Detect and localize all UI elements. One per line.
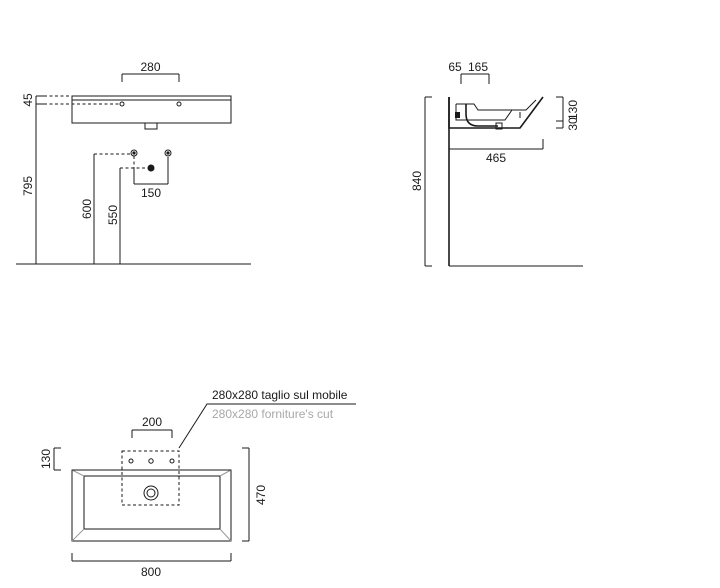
tap-hole-left	[128, 458, 134, 464]
dim-waste-height: 600	[80, 199, 94, 219]
drain-inner	[146, 488, 156, 498]
siphon-pipe	[465, 104, 498, 127]
dim-side-depth: 465	[486, 151, 506, 165]
overflow-hole-right	[176, 101, 182, 107]
cut-note-leader	[178, 403, 356, 449]
dim-overflow-height: 45	[21, 93, 35, 107]
overflow-hole-left	[119, 101, 125, 107]
cut-note-english: 280x280 forniture's cut	[212, 407, 334, 421]
dim-rim-height: 795	[21, 176, 35, 196]
dim-top-width: 280	[140, 60, 160, 74]
basin-bowl-outline	[83, 475, 221, 530]
top-view: 200 280x280 taglio sul mobile 280x280 fo…	[39, 388, 356, 579]
cut-note-italian: 280x280 taglio sul mobile	[212, 388, 348, 402]
tap-hole-right	[169, 458, 175, 464]
dim-offset-b: 165	[468, 60, 488, 74]
drain-outer	[143, 485, 159, 501]
dim-right-b: 30	[566, 117, 580, 131]
dim-offset-a: 65	[448, 60, 462, 74]
dim-holes-spacing: 200	[142, 415, 162, 429]
front-view: 280 45 795 600 550 150	[16, 60, 251, 265]
dim-top-depth: 470	[254, 485, 268, 505]
waste-stub	[144, 122, 158, 130]
dim-supply-spacing: 150	[141, 186, 161, 200]
basin-section-outline	[448, 96, 544, 129]
dim-top-width-800: 800	[141, 565, 161, 579]
dim-right-a: 130	[566, 100, 580, 120]
furniture-cut-area	[121, 450, 180, 506]
dim-side-height: 840	[410, 171, 424, 191]
side-view: 65 165 130 30 465 840	[410, 60, 583, 267]
dim-supply-height: 550	[106, 205, 120, 225]
tap-hole-center	[148, 458, 154, 464]
waste-point	[147, 164, 155, 172]
dim-back-depth: 130	[39, 449, 53, 469]
